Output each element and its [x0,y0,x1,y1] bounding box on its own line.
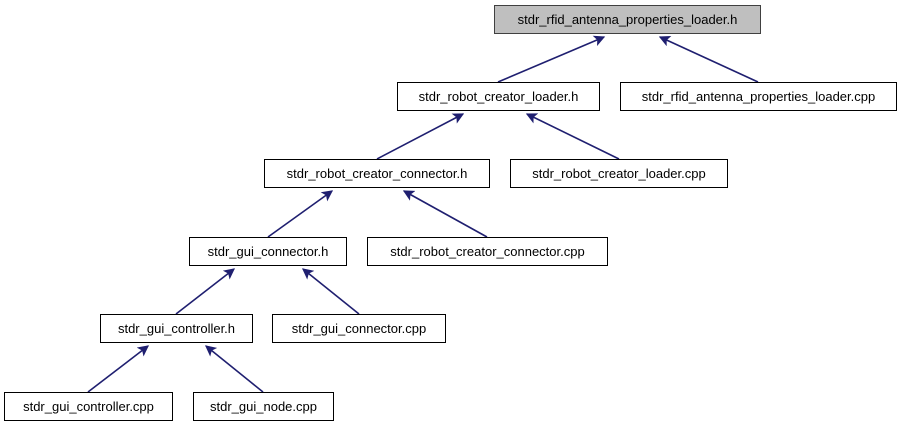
graph-edge-n3-to-n1 [376,113,465,160]
graph-node-label: stdr_gui_connector.h [207,244,329,259]
graph-node-label: stdr_robot_creator_loader.h [418,89,579,104]
graph-node-n0[interactable]: stdr_rfid_antenna_properties_loader.h [494,5,761,34]
graph-edge-n10-to-n7 [205,345,264,393]
graph-edge-n4-to-n1 [525,113,620,160]
graph-node-label: stdr_gui_node.cpp [210,399,317,414]
graph-node-n10[interactable]: stdr_gui_node.cpp [193,392,334,421]
graph-node-n7[interactable]: stdr_gui_controller.h [100,314,253,343]
graph-node-label: stdr_robot_creator_connector.cpp [390,244,585,259]
graph-edge-n6-to-n3 [402,190,488,238]
graph-node-n8[interactable]: stdr_gui_connector.cpp [272,314,446,343]
graph-node-label: stdr_gui_controller.h [117,321,236,336]
graph-node-label: stdr_robot_creator_connector.h [286,166,468,181]
graph-node-n6[interactable]: stdr_robot_creator_connector.cpp [367,237,608,266]
graph-node-n9[interactable]: stdr_gui_controller.cpp [4,392,173,421]
graph-edge-n8-to-n5 [302,268,360,315]
graph-node-label: stdr_rfid_antenna_properties_loader.cpp [641,89,876,104]
graph-node-label: stdr_rfid_antenna_properties_loader.h [517,12,738,27]
graph-edge-n5-to-n3 [267,190,334,238]
graph-edge-n2-to-n0 [658,36,759,83]
graph-edge-n7-to-n5 [175,268,236,315]
graph-node-n4[interactable]: stdr_robot_creator_loader.cpp [510,159,728,188]
graph-node-n5[interactable]: stdr_gui_connector.h [189,237,347,266]
graph-node-n3[interactable]: stdr_robot_creator_connector.h [264,159,490,188]
graph-node-label: stdr_gui_connector.cpp [291,321,427,336]
graph-node-n1[interactable]: stdr_robot_creator_loader.h [397,82,600,111]
graph-node-label: stdr_gui_controller.cpp [23,399,154,414]
graph-node-label: stdr_robot_creator_loader.cpp [532,166,706,181]
graph-edge-n9-to-n7 [87,345,150,393]
graph-node-n2[interactable]: stdr_rfid_antenna_properties_loader.cpp [620,82,897,111]
graph-edge-n1-to-n0 [497,35,606,83]
